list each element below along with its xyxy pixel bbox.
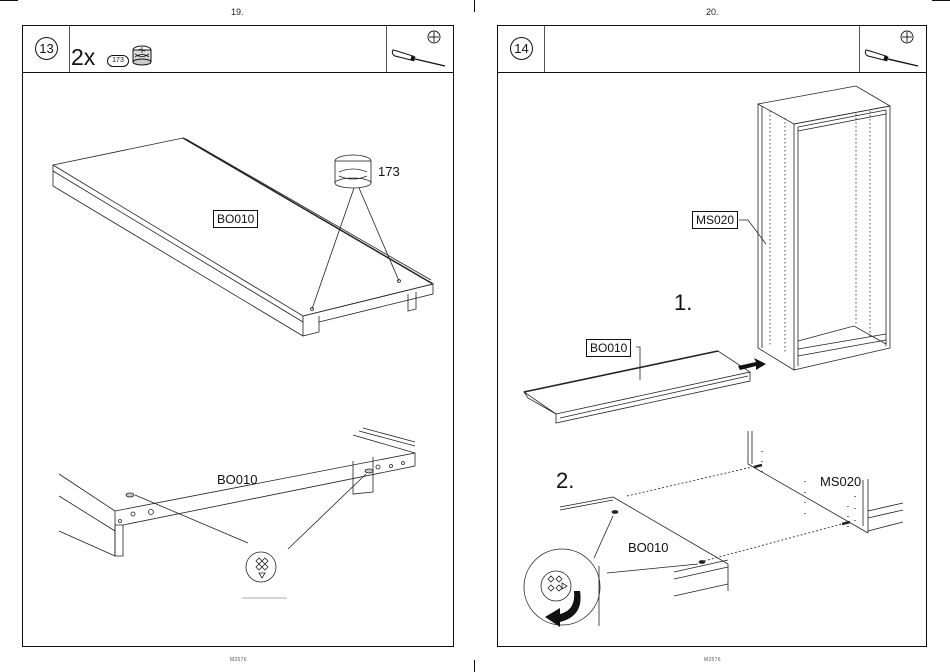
part-reference: 173 — [107, 55, 129, 67]
screwdriver-icon — [864, 49, 919, 67]
step-header: 14 — [498, 26, 926, 73]
cabinet-assembly-drawing — [523, 85, 892, 424]
document-code: M2576 — [230, 657, 247, 663]
step-header: 13 2x 173 — [23, 26, 453, 73]
crop-mark — [474, 660, 475, 672]
cabinet-label: MS020 — [692, 211, 739, 229]
phillips-head-icon — [427, 30, 441, 44]
step-number-cell: 13 — [23, 26, 70, 72]
substep-number: 1. — [674, 290, 693, 315]
push-arrow — [738, 358, 766, 370]
crop-mark — [0, 0, 18, 1]
crop-mark — [932, 0, 950, 1]
page-number: 19. — [231, 7, 244, 17]
substep-number: 2. — [556, 468, 575, 493]
panel-label: BO010 — [213, 210, 259, 228]
cam-lock-tightening-drawing — [523, 431, 904, 627]
shelf-edge-detail-drawing — [58, 427, 416, 599]
document-code: M2576 — [704, 657, 721, 663]
crop-mark — [474, 0, 475, 12]
screwdriver-icon — [391, 49, 446, 67]
panel-label: BO010 — [628, 540, 669, 555]
step-number: 14 — [510, 37, 533, 60]
cam-lock-icon — [132, 45, 152, 66]
part-quantity: 2x — [71, 44, 96, 70]
step-number: 13 — [35, 37, 58, 60]
rotate-arrow — [545, 591, 581, 627]
phillips-head-icon — [900, 30, 914, 44]
instruction-panel-step-14: 14 — [497, 25, 927, 647]
panel-label: BO010 — [217, 472, 258, 487]
page-number: 20. — [706, 7, 719, 17]
part-callout-number: 173 — [378, 164, 400, 179]
tool-cell — [386, 26, 453, 72]
tool-cell — [859, 26, 926, 72]
cabinet-label: MS020 — [820, 474, 862, 489]
instruction-panel-step-13: 13 2x 173 — [22, 25, 454, 647]
panel-label: BO010 — [586, 339, 632, 357]
step-number-cell: 14 — [498, 26, 545, 72]
